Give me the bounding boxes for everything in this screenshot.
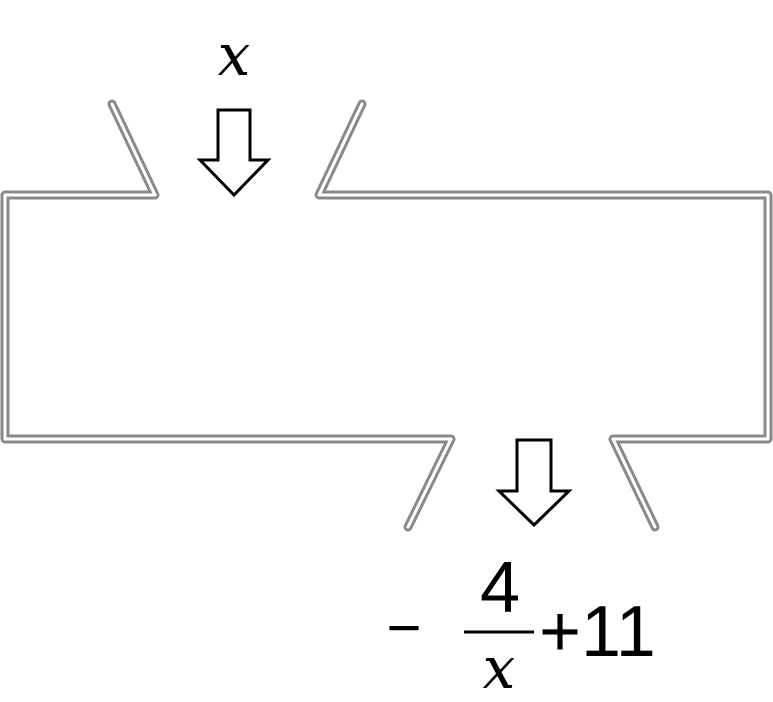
output-minus-sign: − (386, 594, 421, 661)
output-arrow-icon (495, 438, 573, 528)
input-arrow-icon (196, 108, 272, 198)
output-fraction-denominator: x (483, 634, 516, 702)
output-constant-term: +11 (539, 592, 656, 672)
output-fraction-numerator: 4 (480, 548, 520, 628)
machine-outline-inner (3, 102, 770, 529)
output-expression: − 4 x +11 (386, 548, 655, 702)
function-machine-box (0, 99, 773, 532)
input-variable-label: x (218, 21, 251, 89)
machine-outline-outer (0, 99, 773, 532)
